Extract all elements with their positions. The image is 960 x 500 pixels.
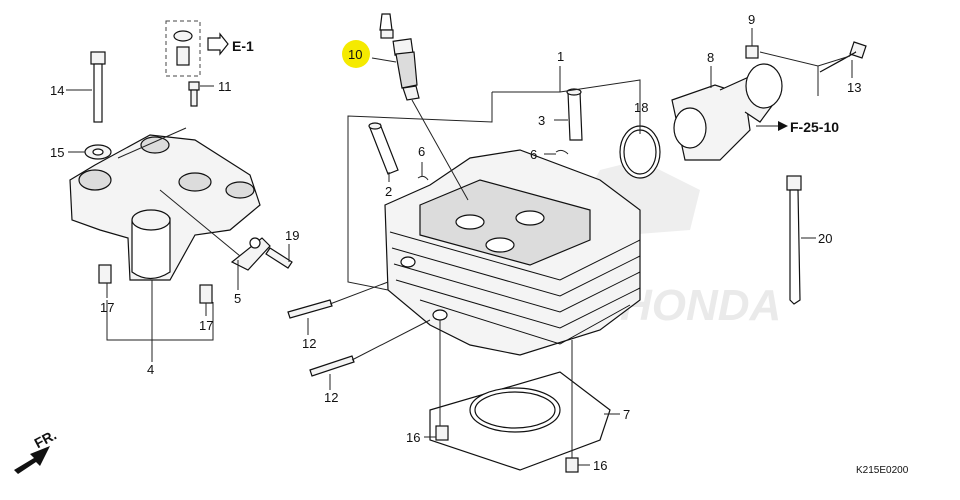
spark-plug xyxy=(379,13,420,101)
leader-lines xyxy=(66,28,853,466)
callout-6b: 6 xyxy=(530,147,537,162)
callout-16b: 16 xyxy=(593,458,607,473)
callout-13: 13 xyxy=(847,80,861,95)
callout-labels: 10 1 2 3 4 5 6 6 7 8 9 11 12 12 13 14 15… xyxy=(50,12,861,473)
callout-2: 2 xyxy=(385,184,392,199)
cylinder-head xyxy=(384,149,641,356)
callout-7: 7 xyxy=(623,407,630,422)
callout-8: 8 xyxy=(707,50,714,65)
callout-1: 1 xyxy=(557,49,564,64)
callout-14: 14 xyxy=(50,83,64,98)
dowel-pin-16b xyxy=(565,457,579,473)
front-arrow-icon xyxy=(14,446,50,474)
callout-9: 9 xyxy=(748,12,755,27)
callout-10: 10 xyxy=(348,47,362,62)
long-bolt xyxy=(786,175,802,305)
stud-bolts xyxy=(287,299,355,377)
callout-15: 15 xyxy=(50,145,64,160)
callout-19: 19 xyxy=(285,228,299,243)
callout-18: 18 xyxy=(634,100,648,115)
highlight-marker xyxy=(342,40,370,68)
callout-4: 4 xyxy=(147,362,154,377)
diagram-code: K215E0200 xyxy=(856,465,909,476)
cylinder-head-gasket xyxy=(429,371,611,471)
callout-3: 3 xyxy=(538,113,545,128)
arrow-e1-icon xyxy=(207,32,229,56)
callout-6a: 6 xyxy=(418,144,425,159)
callout-16a: 16 xyxy=(406,430,420,445)
ref-front: FR. xyxy=(32,427,59,452)
callout-12b: 12 xyxy=(324,390,338,405)
valve-guides xyxy=(368,88,583,181)
ref-e1: E-1 xyxy=(232,38,254,54)
callout-11: 11 xyxy=(218,79,232,94)
arrow-f2510-icon xyxy=(778,121,788,131)
ref-f2510: F-25-10 xyxy=(790,119,839,135)
watermark-text: HONDA xyxy=(620,281,781,330)
rocker-arm-holder xyxy=(69,20,293,304)
dowel-pin-16a xyxy=(435,425,449,441)
callout-5: 5 xyxy=(234,291,241,306)
callout-20: 20 xyxy=(818,231,832,246)
callout-17a: 17 xyxy=(100,300,114,315)
callout-17b: 17 xyxy=(199,318,213,333)
callout-12a: 12 xyxy=(302,336,316,351)
